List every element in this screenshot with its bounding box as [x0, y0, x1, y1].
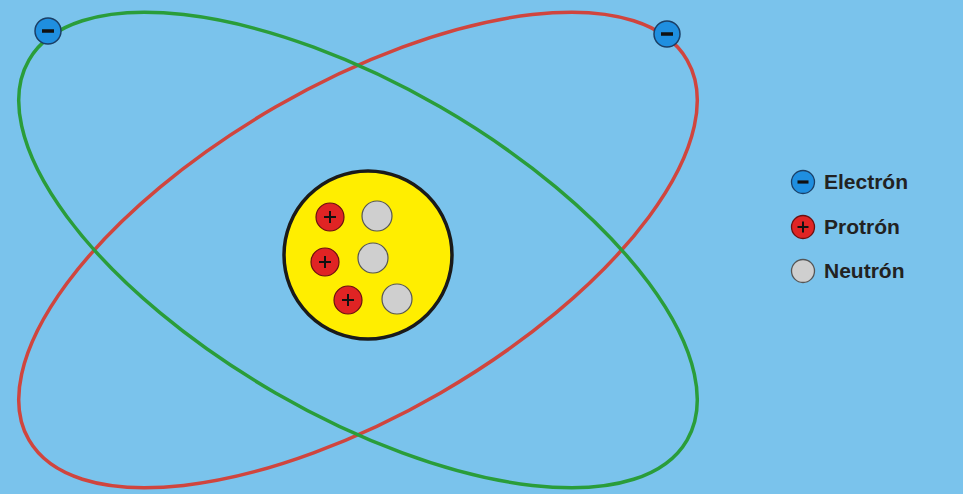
legend-item: Neutrón: [790, 258, 905, 284]
proton-symbol: [334, 286, 362, 314]
nucleus: [284, 171, 452, 339]
neutron-symbol: [362, 201, 392, 231]
sign-symbol: [798, 222, 809, 233]
electron-symbol: [654, 21, 680, 47]
neutron-symbol: [358, 243, 388, 273]
orbit-red: [0, 0, 770, 494]
sign-symbol: [798, 180, 809, 183]
electron-symbol: [35, 18, 61, 44]
legend-item: Electrón: [790, 169, 908, 195]
legend-label: Electrón: [824, 169, 908, 195]
legend-label: Protrón: [824, 214, 900, 240]
swatch-circle: [792, 171, 815, 194]
legend-swatch: [790, 169, 816, 195]
swatch-circle: [792, 216, 815, 239]
proton-symbol: [316, 203, 344, 231]
swatch-circle: [792, 260, 815, 283]
proton-symbol: [311, 248, 339, 276]
legend-item: Protrón: [790, 214, 900, 240]
neutron-symbol: [382, 284, 412, 314]
legend-swatch: [790, 258, 816, 284]
orbit-green: [0, 0, 770, 494]
legend-label: Neutrón: [824, 258, 905, 284]
legend-swatch: [790, 214, 816, 240]
